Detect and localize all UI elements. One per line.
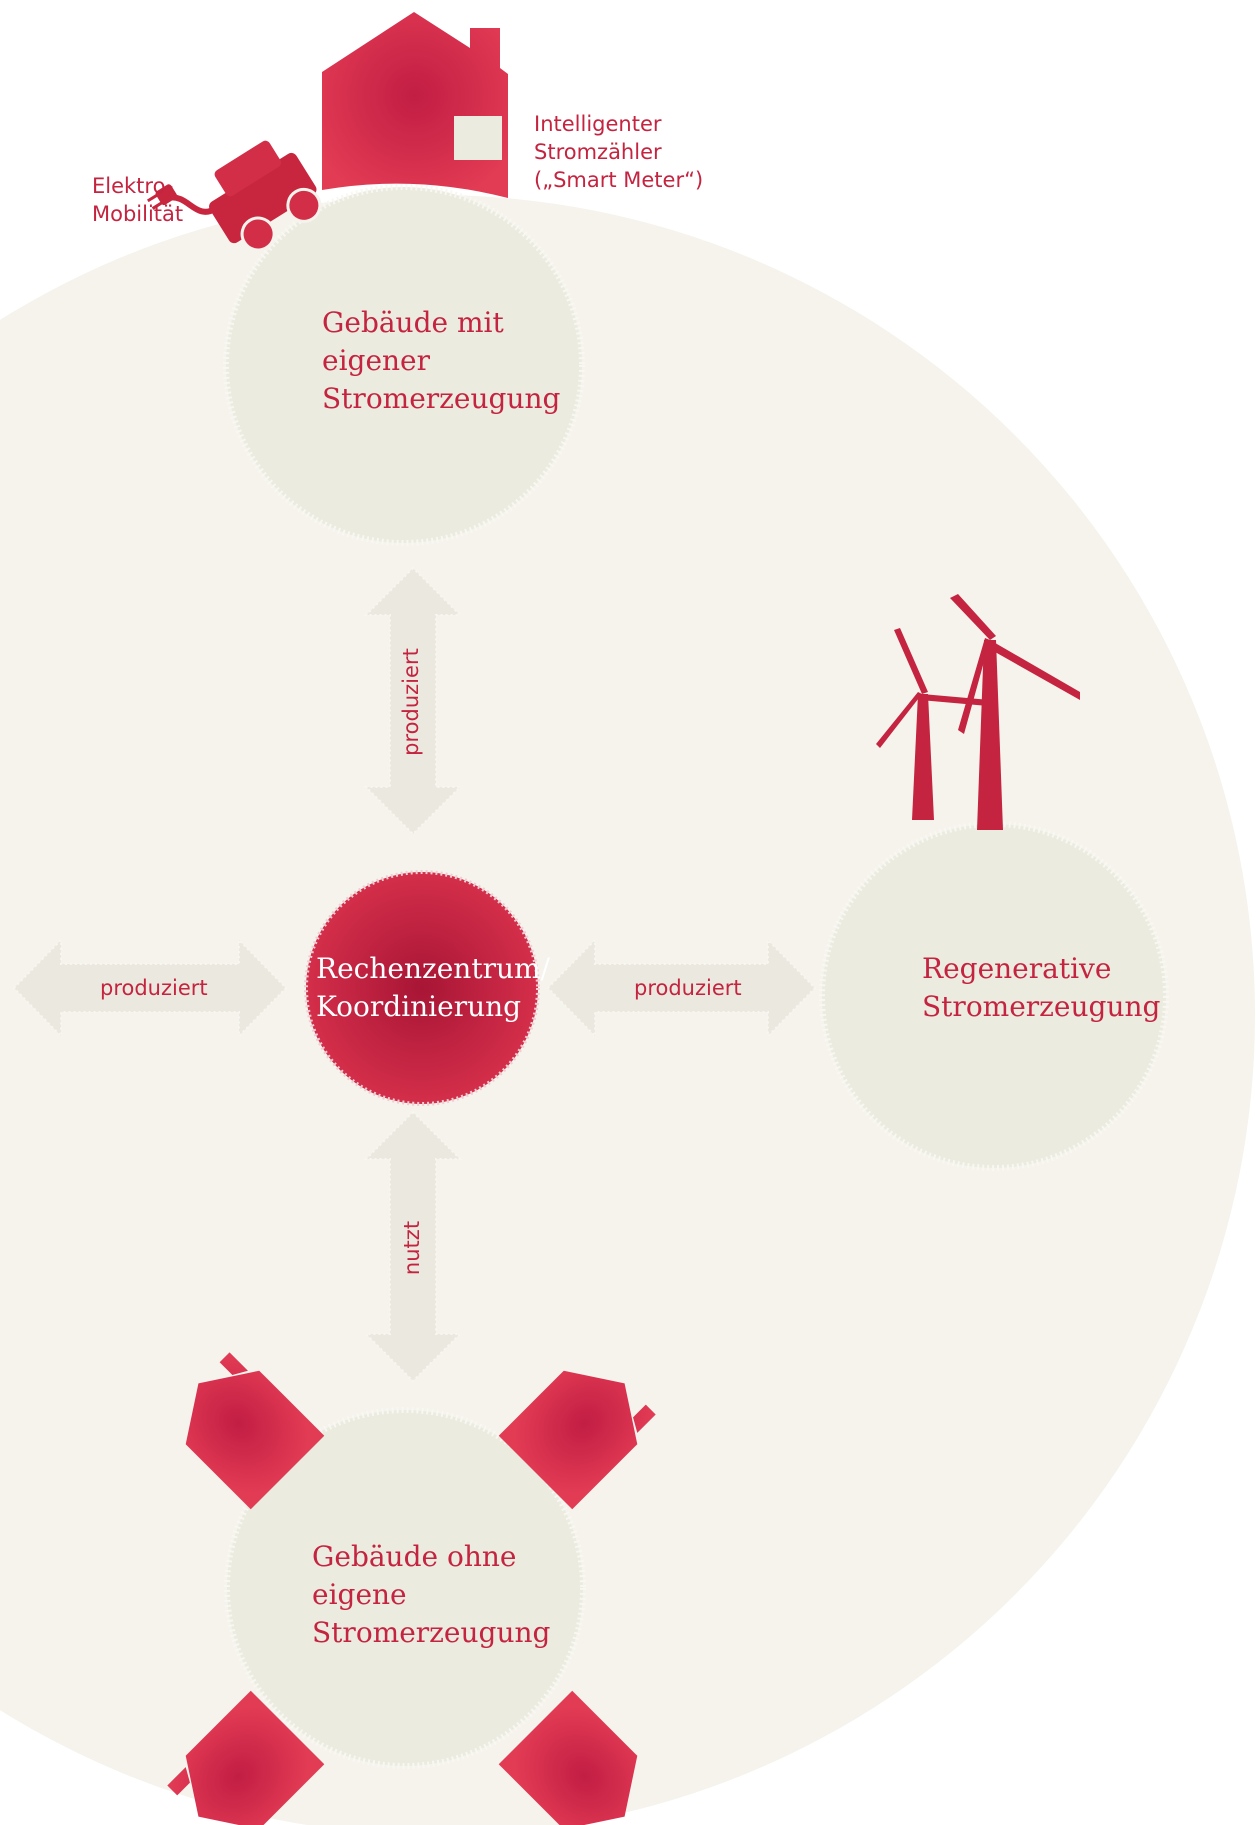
house-icon-upper-right	[498, 1370, 656, 1510]
emobility-label-line-1: Elektro-	[92, 174, 174, 198]
node-bottom-label: Gebäude ohne eigene Stromerzeugung	[312, 1538, 550, 1652]
electric-car-icon	[146, 140, 322, 252]
arrow-right-label: produziert	[634, 976, 742, 1000]
arrow-bottom	[363, 1110, 463, 1383]
smart-meter-icon	[454, 116, 502, 160]
node-right-label-line-2: Stromerzeugung	[922, 990, 1161, 1023]
node-top-label-line-3: Stromerzeugung	[322, 382, 561, 415]
house-icon-lower-left	[167, 1690, 325, 1825]
node-bottom-label-line-3: Stromerzeugung	[312, 1616, 551, 1649]
smart-meter-label-line-2: Stromzähler	[534, 140, 662, 164]
node-center-label: Rechenzentrum/ Koordinierung	[316, 950, 550, 1026]
emobility-label-line-2: Mobilität	[92, 202, 184, 226]
node-center-label-line-1: Rechenzentrum/	[316, 952, 550, 985]
node-center-circle	[304, 870, 540, 1106]
node-top-circle	[223, 184, 585, 546]
arrow-top	[363, 566, 463, 836]
arrow-left	[12, 937, 288, 1039]
node-bottom-label-line-1: Gebäude ohne	[312, 1540, 517, 1573]
arrow-bottom-label: nutzt	[400, 1220, 424, 1276]
node-top-label-line-2: eigener	[322, 344, 431, 377]
house-icon-lower-right	[498, 1690, 638, 1825]
house-icon-upper-left	[185, 1352, 325, 1510]
node-bottom-circle	[224, 1407, 586, 1769]
node-top-label: Gebäude mit eigener Stromerzeugung	[322, 304, 560, 418]
node-right-label: Regenerative Stromerzeugung	[922, 950, 1160, 1026]
arrow-right	[546, 937, 817, 1039]
node-center-label-line-2: Koordinierung	[316, 990, 522, 1023]
node-right-label-line-1: Regenerative	[922, 952, 1112, 985]
emobility-label: Elektro- Mobilität	[92, 172, 183, 228]
node-top-label-line-1: Gebäude mit	[322, 306, 504, 339]
arrow-top-label: produziert	[399, 648, 423, 756]
node-bottom-label-line-2: eigene	[312, 1578, 407, 1611]
smart-meter-label: Intelligenter Stromzähler („Smart Meter“…	[534, 110, 703, 194]
wind-turbine-icon	[876, 594, 1080, 830]
smart-meter-label-line-1: Intelligenter	[534, 112, 662, 136]
smart-meter-label-line-3: („Smart Meter“)	[534, 168, 704, 192]
arrow-left-label: produziert	[100, 976, 208, 1000]
house-icon	[322, 12, 508, 198]
